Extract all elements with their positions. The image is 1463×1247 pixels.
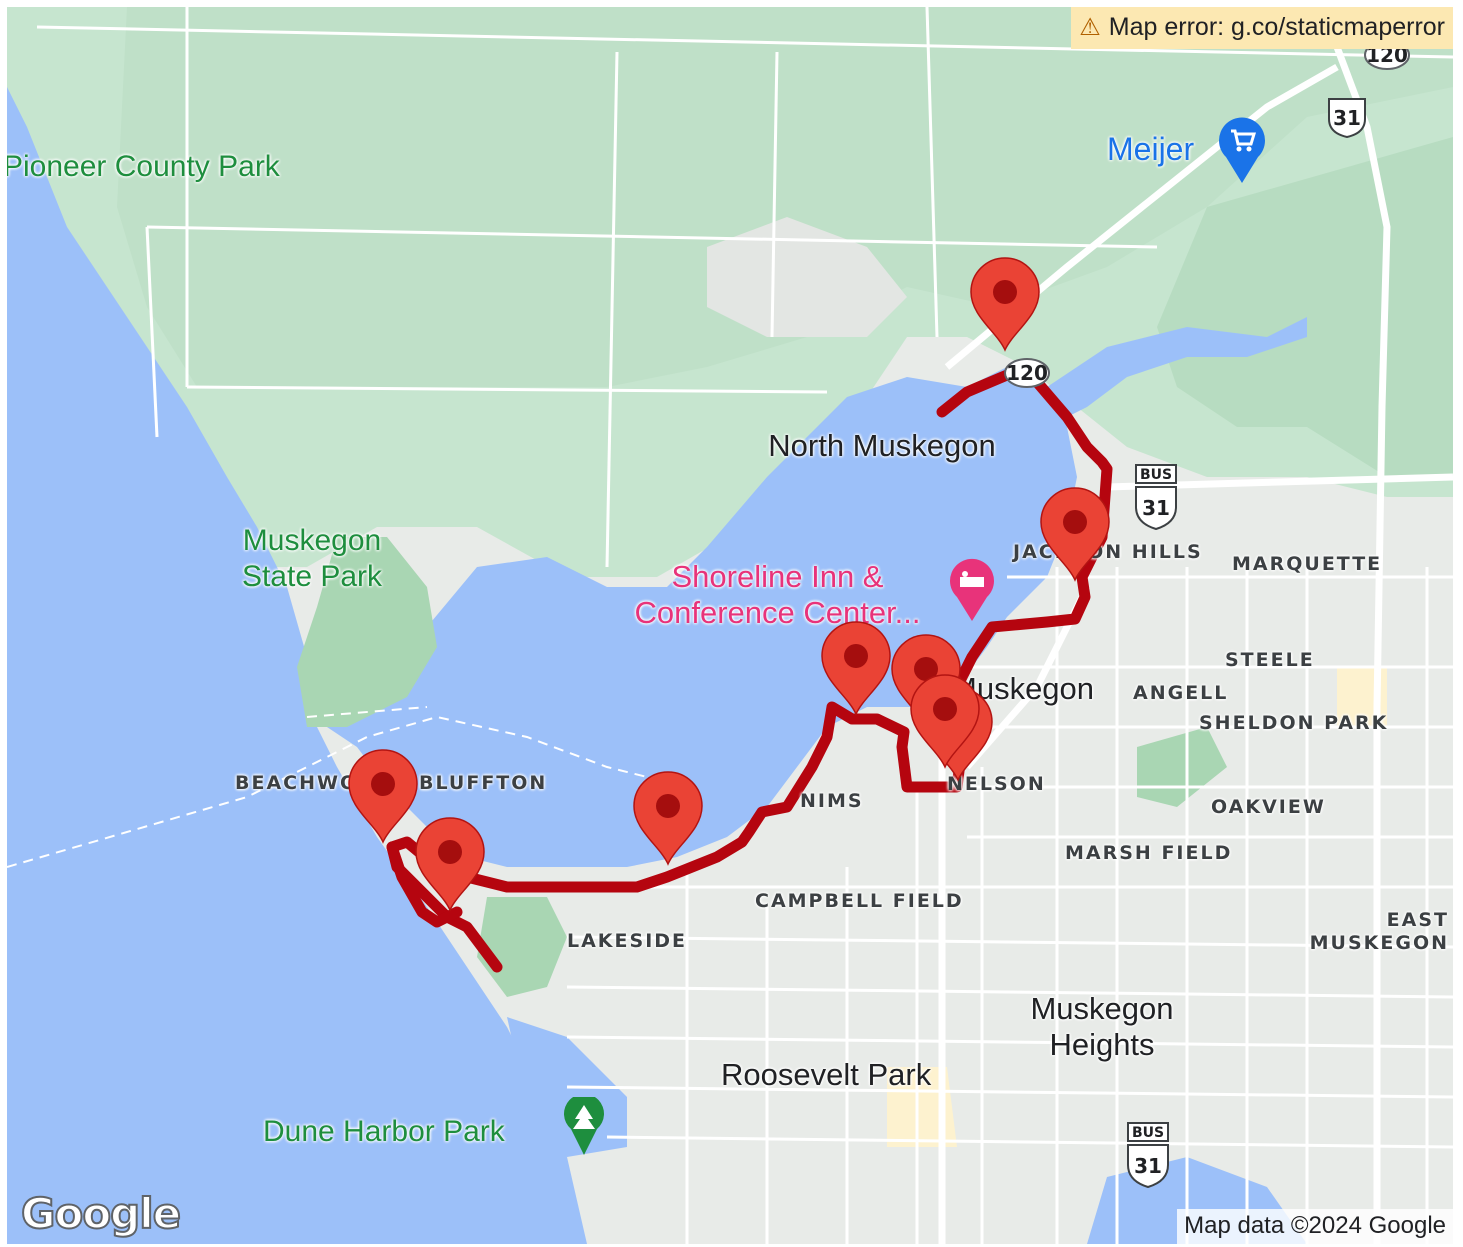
map-error-banner[interactable]: ⚠ Map error: g.co/staticmaperror xyxy=(1071,7,1453,49)
state-park-area xyxy=(297,537,437,727)
map-attribution: Map data ©2024 Google xyxy=(1177,1209,1453,1244)
google-logo: Google xyxy=(20,1188,182,1239)
muskegon-lake xyxy=(297,367,1077,867)
map-canvas[interactable]: 120 31 120 BUS 31 BUS 31 Pioneer County … xyxy=(7,7,1453,1244)
warning-icon: ⚠ xyxy=(1079,14,1101,41)
road-network xyxy=(36,7,1453,1244)
lake-michigan xyxy=(7,87,587,1244)
map-base xyxy=(7,7,1453,1244)
map-error-text: Map error: g.co/staticmaperror xyxy=(1108,13,1445,41)
